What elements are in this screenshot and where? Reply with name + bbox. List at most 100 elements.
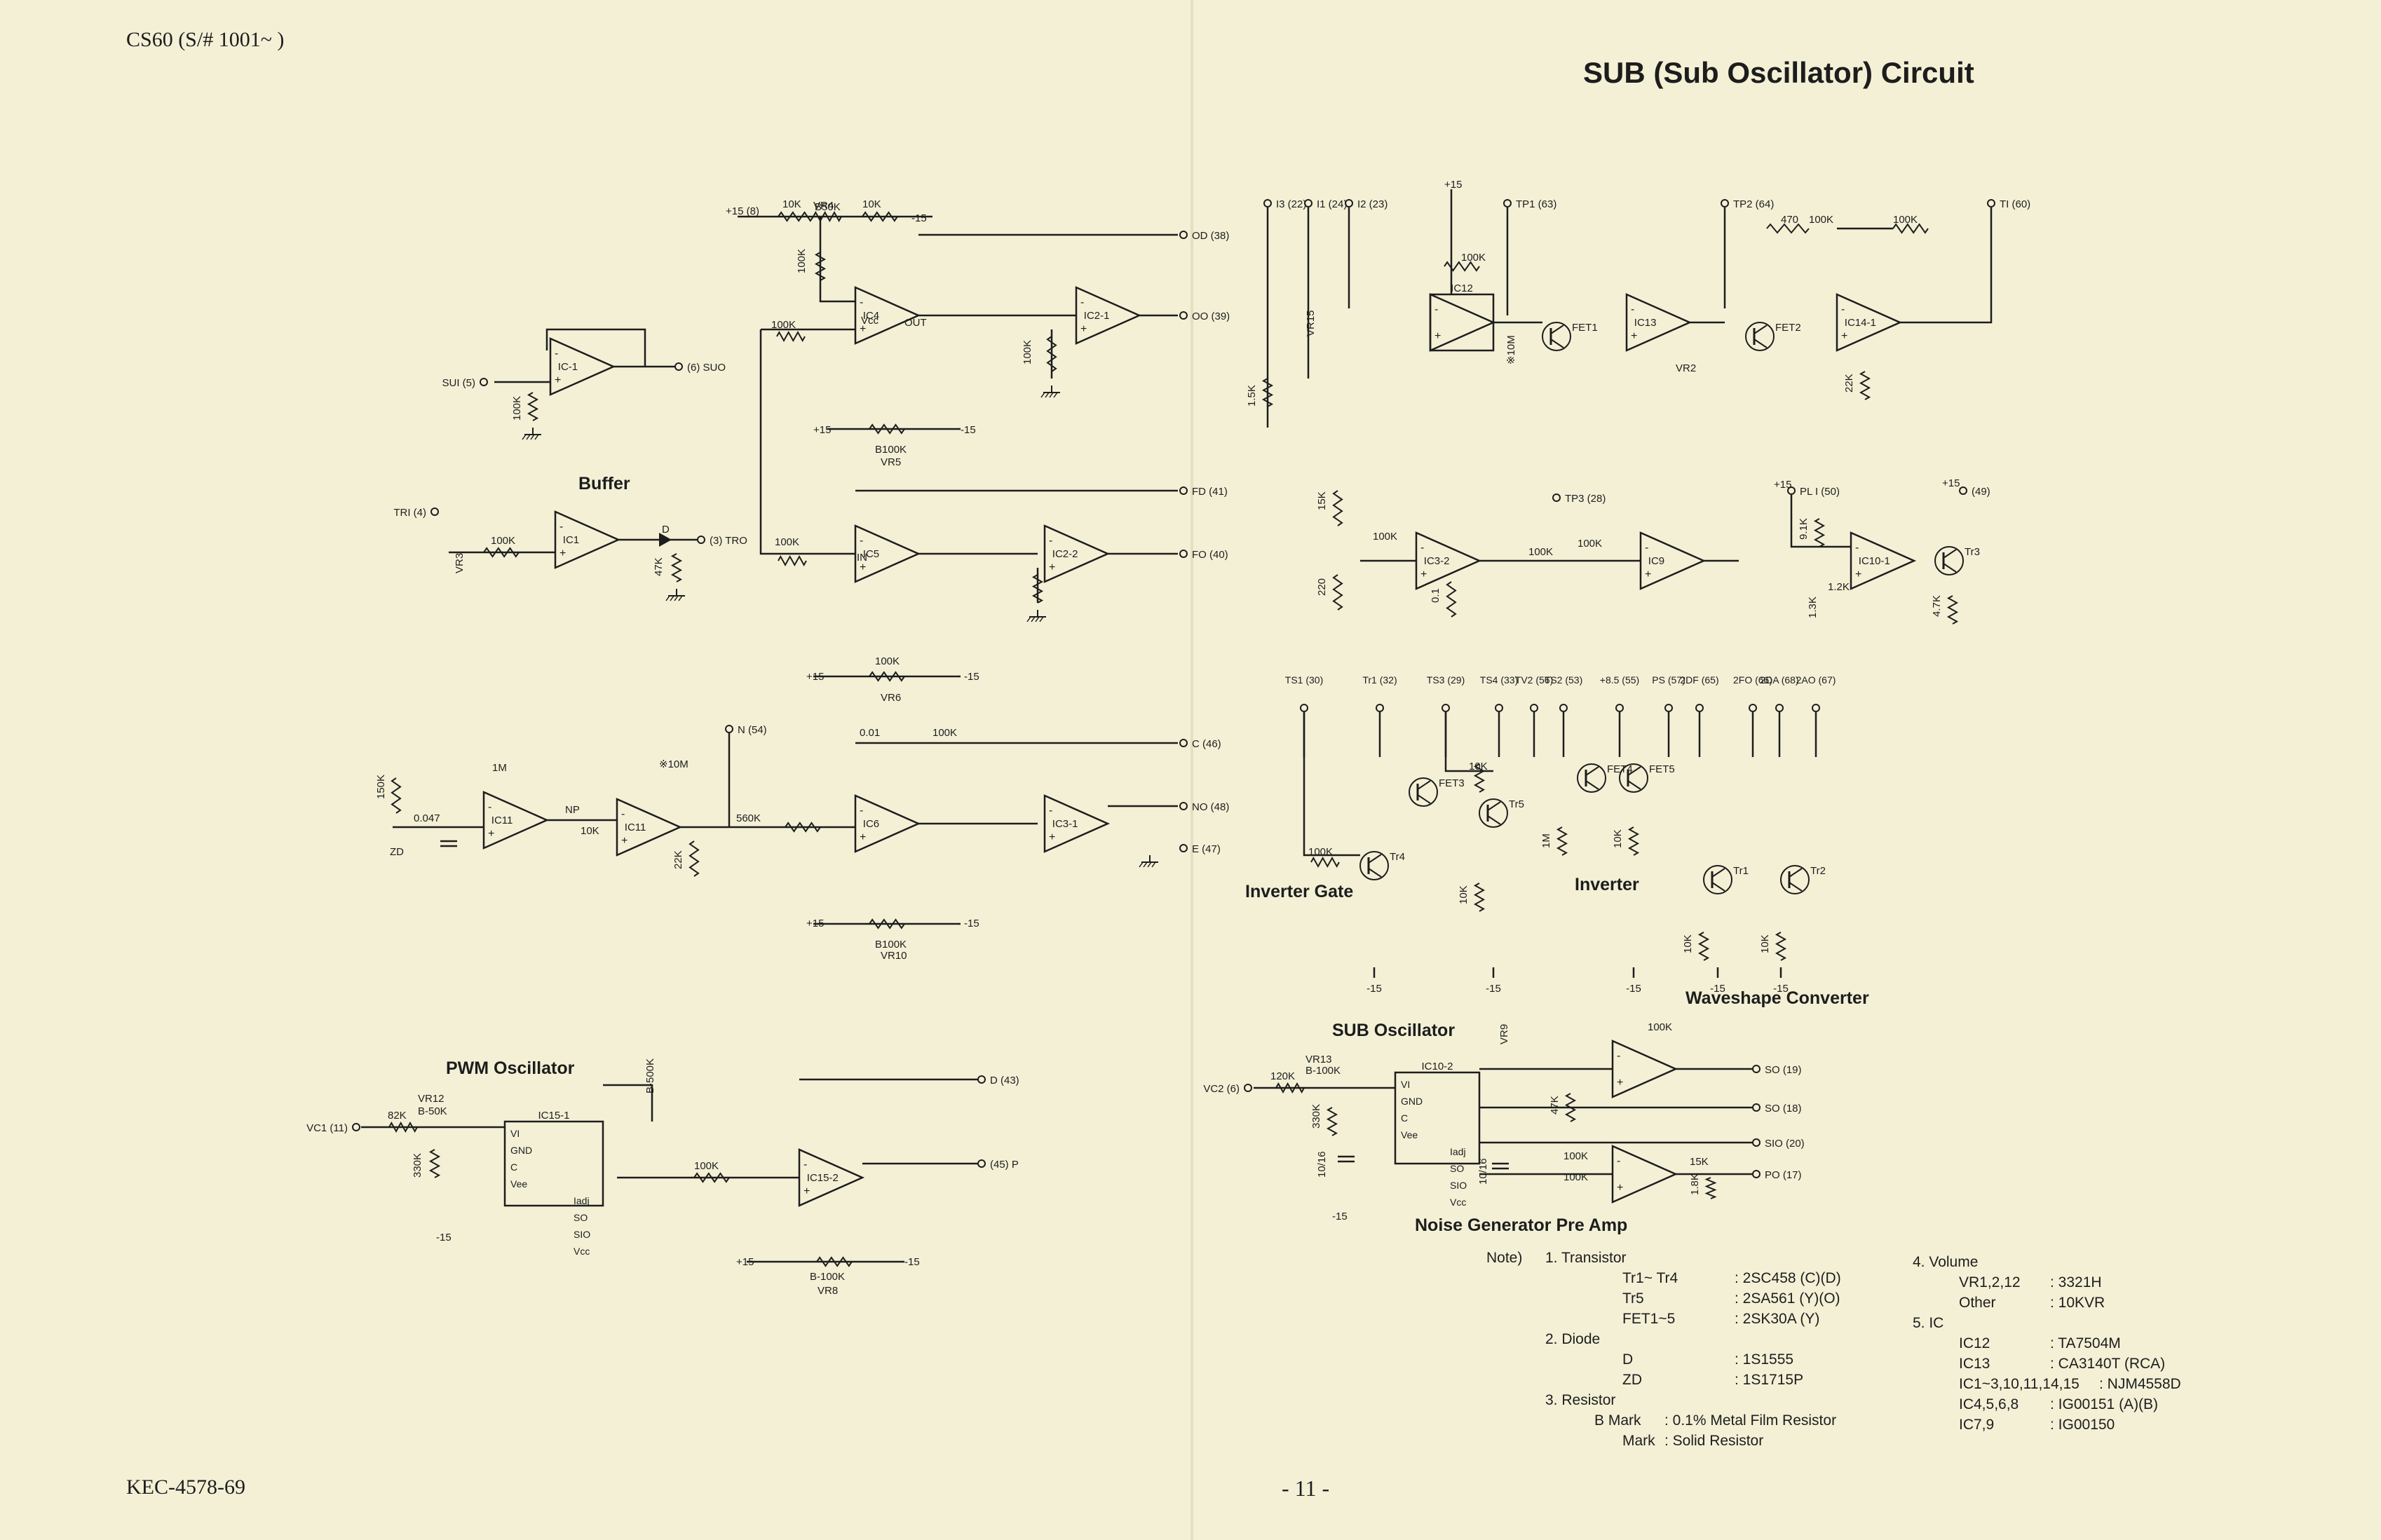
- terminal-symbol: [1987, 199, 1995, 207]
- note-row: IC4,5,6,8: IG00151 (A)(B): [1959, 1396, 2159, 1412]
- pin-plus: +: [1049, 561, 1055, 573]
- pin-label: Iadj: [1450, 1146, 1466, 1157]
- value-label: 120K: [1270, 1070, 1295, 1082]
- op-amp-symbol: [1429, 293, 1496, 352]
- terminal-label: TP2 (64): [1733, 198, 1774, 210]
- pin-label: SO: [1450, 1163, 1464, 1174]
- value-label: -15: [904, 1256, 920, 1268]
- terminal-label: N (54): [738, 724, 767, 736]
- value-label: 0.047: [414, 812, 440, 824]
- value-label: -15: [1486, 983, 1501, 995]
- buffer-label: Buffer: [578, 474, 630, 493]
- pin-minus: -: [1617, 1155, 1620, 1167]
- value-label: 10K: [1759, 934, 1771, 953]
- pin-minus: -: [1841, 304, 1845, 315]
- op-amp-symbol: [1850, 531, 1917, 590]
- terminal-symbol: [1345, 199, 1353, 207]
- value-label: 100K: [771, 319, 796, 331]
- pin-plus: +: [1631, 330, 1637, 342]
- transistor-emitter: [1943, 563, 1957, 573]
- note-row: Tr5: 2SA561 (Y)(O): [1622, 1290, 1840, 1307]
- value-label: 1.3K: [1807, 597, 1819, 618]
- transistor-symbol: [1479, 798, 1508, 828]
- terminal-label: (6) SUO: [687, 362, 726, 374]
- pin-plus: +: [860, 561, 866, 573]
- transistor-label: Tr5: [1509, 798, 1524, 810]
- note-title: 4. Volume: [1913, 1254, 1979, 1270]
- value-label: 560K: [736, 812, 761, 824]
- terminal-label: OD (38): [1192, 230, 1229, 242]
- ic-package: [1394, 1071, 1481, 1165]
- transistor-emitter: [1417, 794, 1431, 804]
- terminal-symbol: [674, 362, 683, 371]
- components: [352, 199, 1995, 1267]
- ground-hatch: [1040, 392, 1045, 398]
- terminal-label: FO (40): [1192, 549, 1228, 561]
- op-amp-symbol: [549, 337, 616, 396]
- vr-label: VR15: [1305, 310, 1317, 336]
- value-label: -15: [911, 212, 927, 224]
- resistor-symbol: [1332, 490, 1343, 526]
- value-label: 1.5K: [1246, 385, 1258, 407]
- terminal-symbol: [480, 378, 488, 386]
- resistor-symbol: [1332, 574, 1343, 611]
- terminal-symbol: [1179, 739, 1188, 747]
- terminal-symbol: [1752, 1103, 1761, 1112]
- pin-plus: +: [860, 323, 866, 335]
- pin-label: Vcc: [574, 1246, 590, 1257]
- transistor-symbol: [1409, 777, 1438, 807]
- ground-hatch: [1039, 616, 1044, 622]
- terminal-label: Tr1 (32): [1362, 674, 1397, 686]
- value-label: 0.01: [860, 727, 880, 739]
- terminal-label: (49): [1972, 486, 1990, 498]
- terminal-label: TP1 (63): [1516, 198, 1556, 210]
- terminal-symbol: [1442, 704, 1450, 712]
- value-label: 10K: [862, 198, 881, 210]
- terminal-symbol: [430, 507, 439, 516]
- pin-label: SIO: [574, 1229, 590, 1240]
- resistor-symbol: [1473, 883, 1486, 912]
- resistor-symbol: [1946, 595, 1959, 625]
- note-row: Tr1~ Tr4: 2SC458 (C)(D): [1622, 1270, 1841, 1286]
- pin-plus: +: [1617, 1182, 1623, 1194]
- transistor-label: Tr3: [1965, 546, 1980, 558]
- value-label: 15K: [1690, 1156, 1709, 1168]
- terminal-symbol: [1179, 311, 1188, 320]
- transistor-symbol: [1359, 851, 1389, 880]
- terminal-label: SUI (5): [442, 377, 475, 389]
- value-label: NP: [565, 804, 580, 816]
- terminal-symbol: [1752, 1138, 1761, 1147]
- resistor-symbol: [483, 547, 520, 558]
- note-row: IC7,9: IG00150: [1959, 1417, 2115, 1433]
- terminal-label: TI (60): [2000, 198, 2030, 210]
- terminal-label: (3) TRO: [710, 535, 747, 547]
- value-label: 100K: [1461, 252, 1486, 264]
- pin-label: Vee: [510, 1178, 527, 1190]
- terminal-label: FD (41): [1192, 486, 1228, 498]
- transistor-emitter: [1789, 882, 1803, 892]
- value-label: B-100K: [810, 1271, 845, 1283]
- op-amp-symbol: [1415, 531, 1482, 590]
- page-number: - 11 -: [1282, 1476, 1330, 1501]
- terminal-symbol: [1263, 199, 1272, 207]
- value-label: 1M: [492, 762, 507, 774]
- resistor-symbol: [814, 252, 827, 281]
- pin-label: GND: [510, 1145, 532, 1156]
- op-amp-symbol: [1043, 524, 1111, 583]
- ground-hatch: [1035, 616, 1040, 622]
- pin-label: C: [1401, 1112, 1408, 1124]
- pin-plus: +: [1645, 568, 1651, 580]
- value-label: -15: [964, 918, 979, 929]
- op-amp-symbol: [1639, 531, 1707, 590]
- ground-hatch: [1139, 861, 1144, 868]
- vr-label: VR4: [813, 200, 834, 212]
- pin-minus: -: [1631, 304, 1634, 315]
- ground-hatch: [1147, 861, 1152, 868]
- pin-label: IN: [857, 552, 867, 564]
- terminal-label: PL I (50): [1800, 486, 1840, 498]
- value-label: -15: [1626, 983, 1641, 995]
- terminal-symbol: [1812, 704, 1820, 712]
- resistor-symbol: [1859, 371, 1871, 400]
- resistor-symbol: [670, 553, 683, 582]
